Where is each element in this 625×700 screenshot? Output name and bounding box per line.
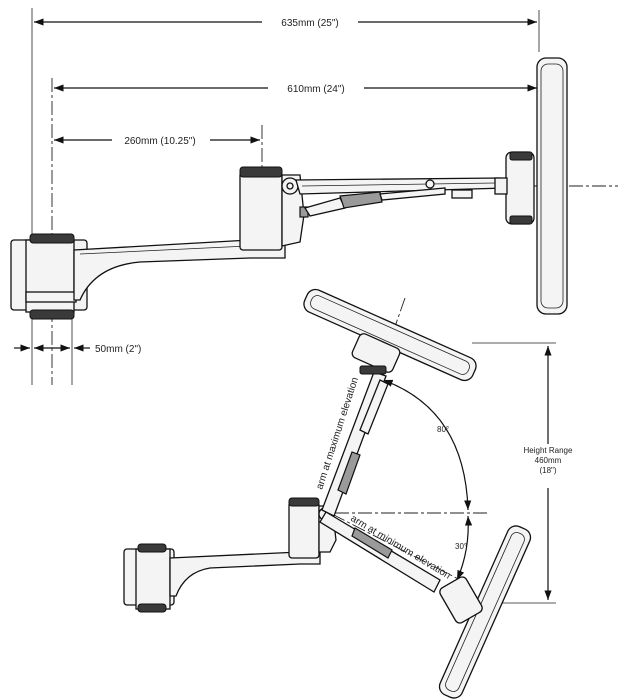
side-first-arm — [169, 551, 321, 597]
angle-30: 30° — [455, 542, 467, 551]
height-range-label: Height Range — [524, 446, 573, 455]
elbow-joint — [239, 171, 283, 251]
monitor-top-view — [536, 57, 568, 315]
elbow-knurl — [239, 166, 283, 178]
dim-reach: 610mm (24") — [287, 84, 344, 95]
height-range-mm: 460mm — [535, 456, 562, 465]
tilt-head-max — [351, 333, 401, 373]
tilt-head — [505, 151, 535, 225]
side-elbow-joint — [288, 501, 320, 559]
height-range-in: (18") — [539, 466, 556, 475]
angle-arc-80 — [382, 379, 472, 511]
angle-arc-30 — [456, 515, 473, 581]
dim-overall-width: 635mm (25") — [281, 18, 338, 29]
angle-80: 80° — [437, 425, 449, 434]
dim-base-offset: 50mm (2") — [95, 344, 141, 355]
base-knurl-bottom — [29, 309, 75, 320]
gas-spring — [303, 197, 346, 217]
first-arm — [73, 239, 286, 301]
side-view: Height Range 460mm (18") 80° 30° arm at … — [123, 288, 576, 699]
base-knurl-top — [29, 233, 75, 244]
top-view: 635mm (25") 610mm (24") 260mm (10.25") 5… — [10, 8, 618, 385]
dim-first-arm: 260mm (10.25") — [124, 136, 195, 147]
tilt-head-min — [439, 576, 483, 624]
